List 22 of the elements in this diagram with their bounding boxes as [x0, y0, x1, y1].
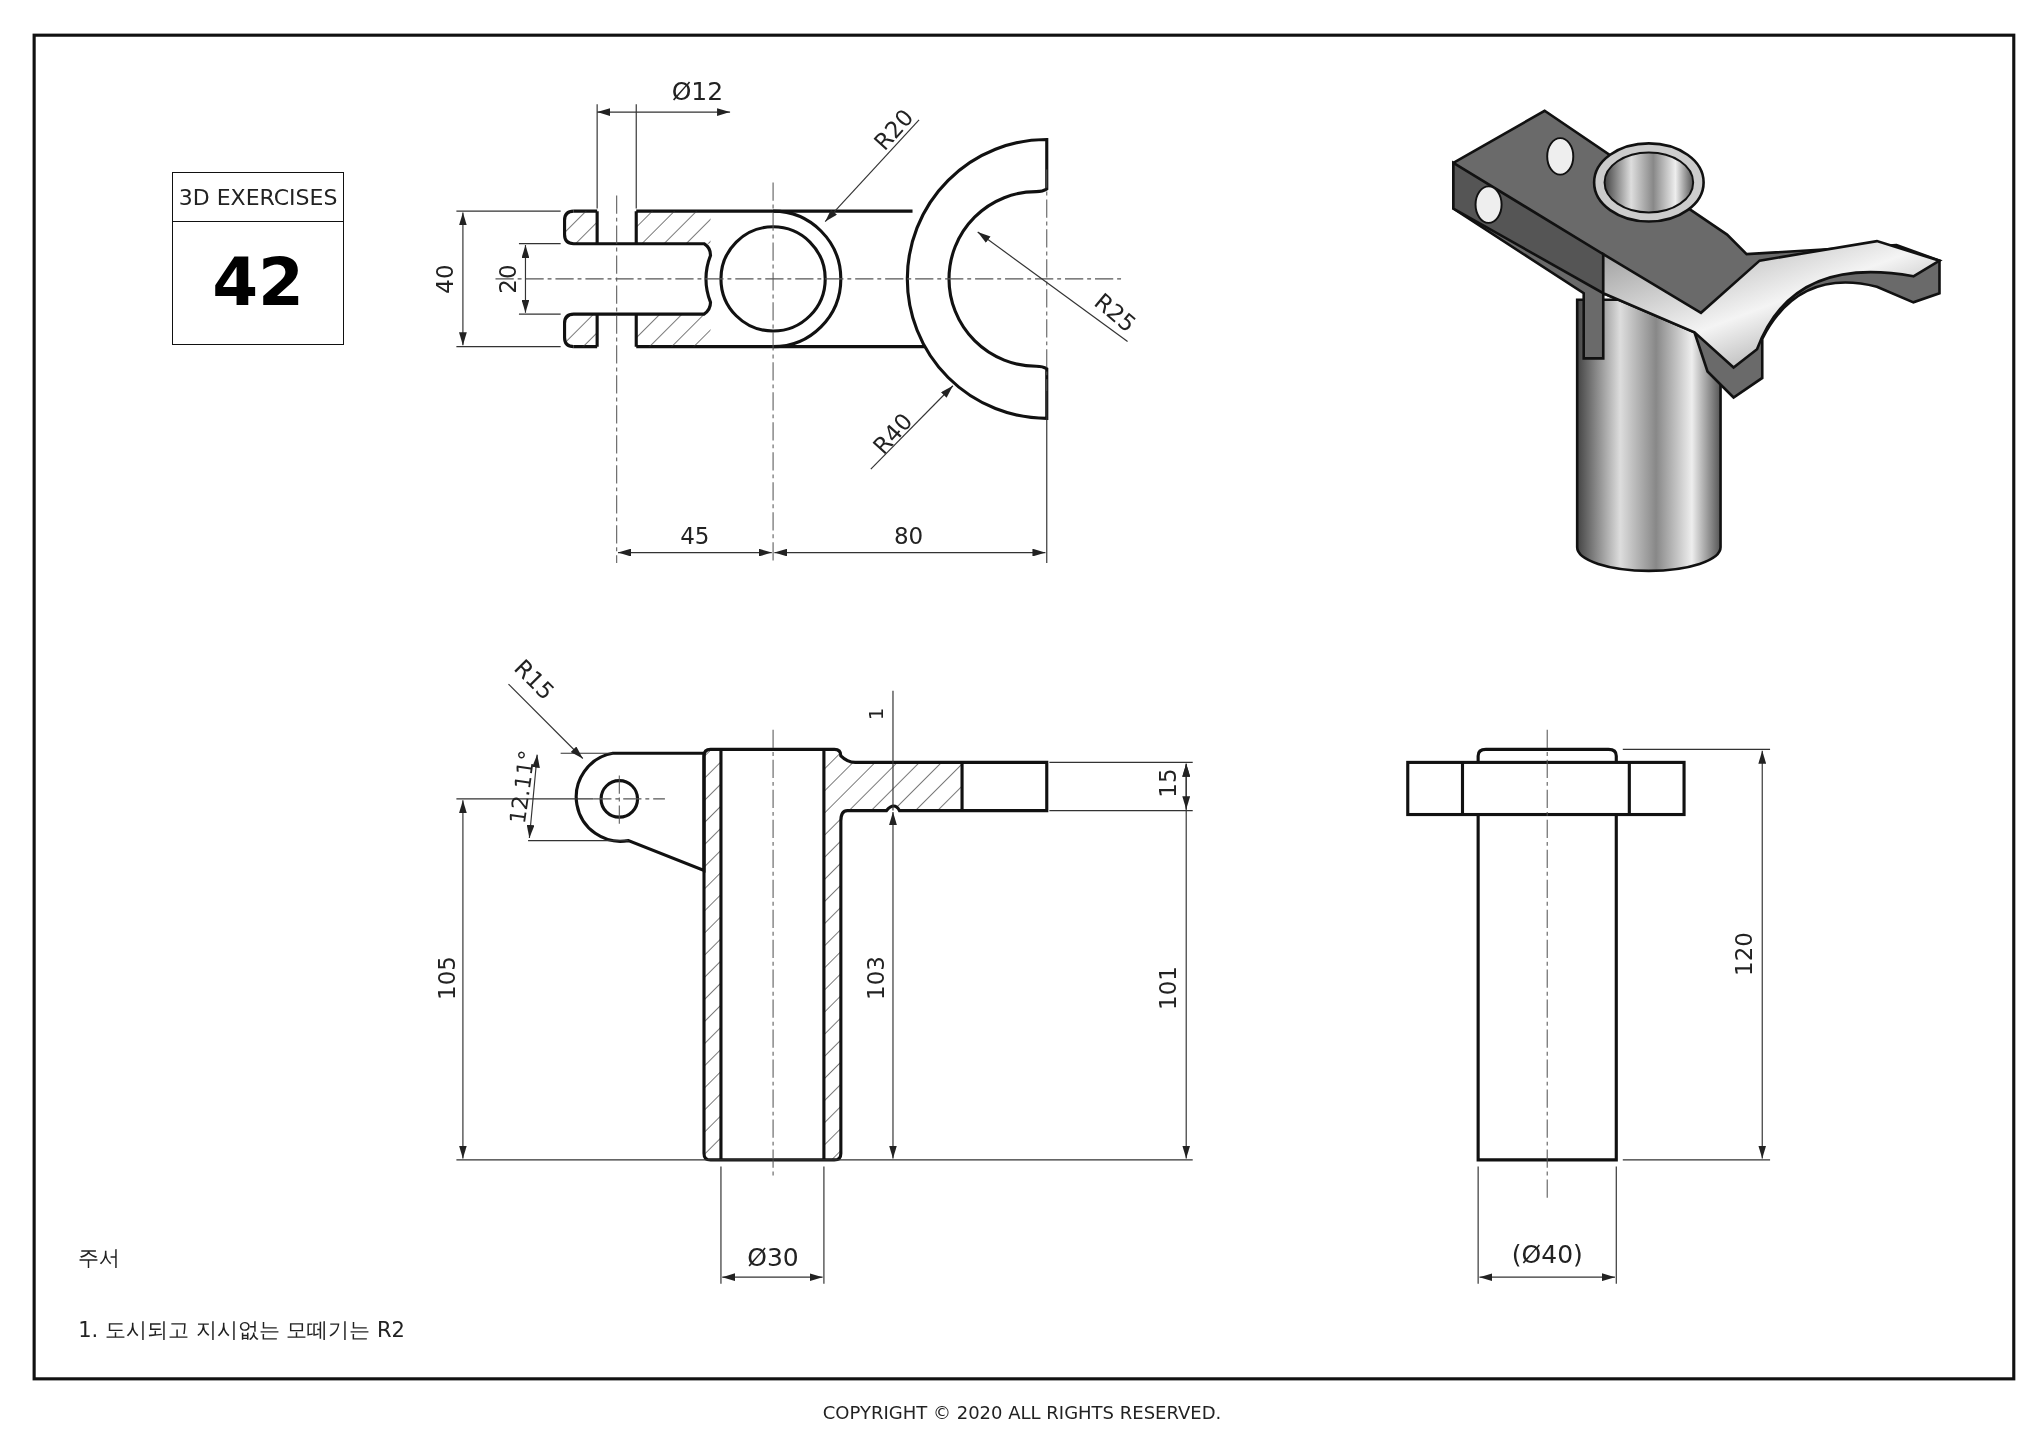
dimension-text: R15	[510, 656, 559, 705]
copyright-text: COPYRIGHT © 2020 ALL RIGHTS RESERVED.	[822, 1404, 1222, 1423]
dimension-text: 1	[866, 708, 886, 721]
dimension-text: 105	[435, 955, 459, 1000]
note-heading: 주서	[78, 1247, 121, 1269]
dimension-text: Ø12	[671, 78, 724, 104]
dimension-text: R25	[1089, 289, 1140, 337]
dimension-text: 120	[1732, 932, 1756, 977]
note-text: 1. 도시되고 지시없는 모떼기는 R2	[78, 1319, 405, 1341]
title-box	[172, 172, 345, 346]
dimension-text: 101	[1156, 966, 1180, 1011]
dimension-text: 103	[864, 955, 888, 1000]
dimension-text: 12.11°	[506, 749, 539, 826]
dimension-text: 40	[433, 264, 456, 294]
box-heading: 3D EXERCISES	[173, 173, 344, 223]
dimension-text: 45	[680, 524, 710, 548]
dimension-text: 80	[893, 524, 924, 548]
dimension-text: 20	[496, 264, 520, 294]
exercise-number: 42	[211, 242, 305, 323]
dimension-text: (Ø40)	[1511, 1241, 1583, 1267]
dimension-text: Ø30	[747, 1244, 799, 1270]
dimension-text: 15	[1156, 768, 1180, 799]
